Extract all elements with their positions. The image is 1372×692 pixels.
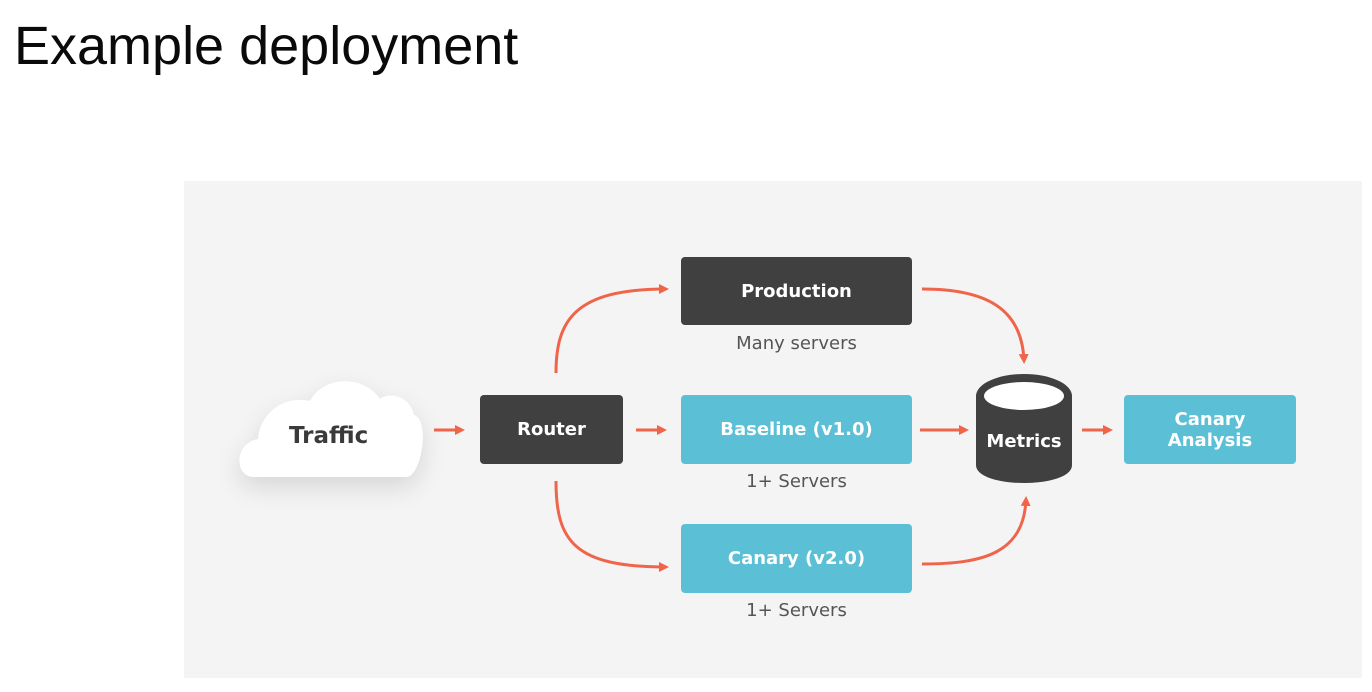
router-box: Router	[480, 395, 623, 464]
baseline-box: Baseline (v1.0)	[681, 395, 912, 464]
edge-router-production	[554, 284, 669, 374]
baseline-caption: 1+ Servers	[746, 471, 847, 492]
canary-analysis-line2: Analysis	[1167, 429, 1253, 451]
edge-production-metrics	[921, 287, 1029, 364]
canary-analysis-line1: Canary	[1174, 408, 1246, 430]
canary-box: Canary (v2.0)	[681, 524, 912, 593]
cloud-icon	[239, 381, 423, 477]
edge-router-canary	[554, 480, 669, 572]
page-title: Example deployment	[14, 16, 519, 76]
database-icon	[976, 374, 1072, 483]
edge-canary-metrics	[921, 496, 1031, 566]
production-caption: Many servers	[736, 333, 857, 354]
deployment-diagram: Traffic Router Production Many servers B…	[184, 181, 1362, 678]
canary-analysis-box: Canary Analysis	[1124, 395, 1296, 464]
traffic-label: Traffic	[289, 423, 369, 449]
diagram-connectors	[239, 284, 1113, 572]
canary-caption: 1+ Servers	[746, 600, 847, 621]
metrics-label: Metrics	[986, 431, 1062, 452]
production-box: Production	[681, 257, 912, 325]
